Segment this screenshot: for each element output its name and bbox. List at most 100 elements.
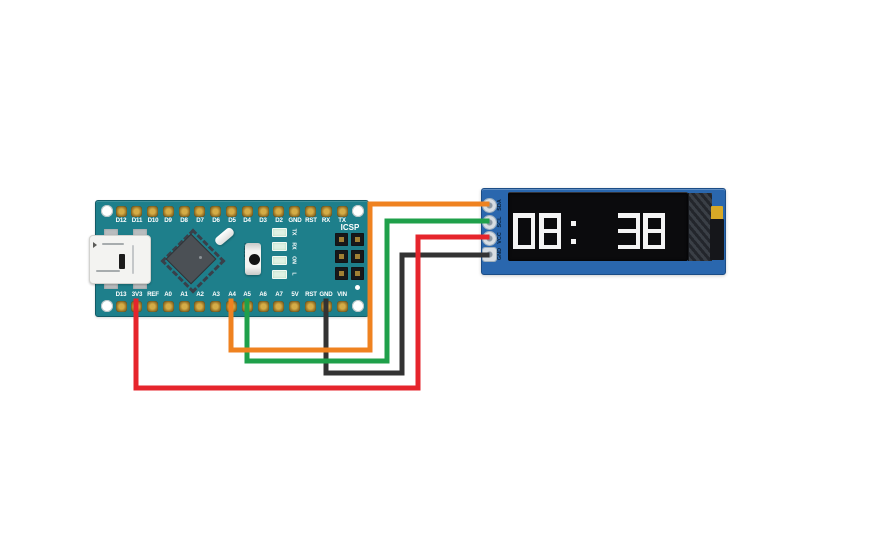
pin-D8-top: [178, 205, 190, 217]
pin-VIN: [336, 300, 348, 312]
segment-a: [643, 213, 665, 218]
reset-button-cap: [248, 253, 260, 265]
segment-g: [618, 228, 640, 234]
mounting-hole: [101, 300, 113, 312]
oled-module: SDA SCL VCC GND: [481, 188, 726, 275]
usb-detail-line: [132, 245, 134, 274]
icsp-pin: [335, 250, 348, 263]
pin-TX-top: [336, 205, 348, 217]
pin-A5: [241, 300, 253, 312]
pin-D4-top: [241, 205, 253, 217]
segment-c: [556, 231, 561, 249]
segment-g: [539, 228, 561, 234]
pin-A7: [273, 300, 285, 312]
icsp-pin: [335, 233, 348, 246]
led-TX: [272, 228, 287, 237]
pin-D11-top: [131, 205, 143, 217]
pin-A6: [257, 300, 269, 312]
segment-a: [539, 213, 561, 218]
segment-e: [513, 231, 518, 249]
icsp-pin: [351, 233, 364, 246]
pin-D7-top: [194, 205, 206, 217]
mounting-hole: [352, 205, 364, 217]
icsp-label: ICSP: [340, 223, 360, 232]
pin-5V: [289, 300, 301, 312]
oled-pin-label: SDA: [496, 199, 503, 211]
mcu-pin1-dot: [199, 256, 202, 259]
segment-g: [643, 228, 665, 234]
oled-pad-VCC: [482, 231, 496, 245]
icsp-pin: [335, 267, 348, 280]
pin-label: VIN: [337, 291, 347, 298]
colon-dot: [571, 239, 576, 244]
led-L: [272, 270, 287, 279]
usb-detail-line: [96, 270, 120, 272]
led-RX: [272, 242, 287, 251]
pin-D3-top: [257, 205, 269, 217]
oled-screen: [508, 192, 688, 261]
icsp-pin: [351, 250, 364, 263]
pin-label: D10: [147, 217, 158, 224]
display-ribbon-connector: [688, 193, 712, 261]
mini-usb-connector: [89, 235, 151, 284]
pin-label: D8: [180, 217, 188, 224]
mounting-hole: [352, 300, 364, 312]
pin-label: D11: [131, 217, 143, 224]
pin-label: D13: [115, 291, 127, 298]
pin-D13: [115, 300, 127, 312]
oled-pad-SDA: [482, 198, 496, 212]
pin-A4: [226, 300, 237, 312]
segment-d: [643, 244, 665, 249]
pin-RX-top: [320, 205, 332, 217]
pin-D5-top: [226, 205, 237, 217]
icsp-pin1-dot: [355, 285, 360, 290]
pin-label: D12: [115, 217, 127, 224]
pin-label: D9: [164, 217, 173, 224]
segment-a: [618, 213, 640, 218]
segment-f: [539, 213, 544, 231]
pin-RST: [305, 300, 316, 312]
segment-d: [618, 244, 640, 249]
usb-slot: [119, 254, 125, 269]
pin-D9-top: [162, 205, 174, 217]
oled-pin-label: SCL: [496, 216, 503, 228]
led-label: ON: [290, 256, 296, 264]
segment-f: [643, 213, 648, 231]
led-label: L: [290, 272, 296, 276]
led-label: TX: [290, 228, 296, 236]
segment-f: [513, 213, 518, 231]
oled-pin-label: VCC: [496, 232, 503, 244]
pin-A3: [210, 300, 222, 312]
led-ON: [272, 256, 287, 265]
led-label: RX: [290, 242, 296, 250]
segment-b: [635, 213, 640, 231]
oled-pad-GND: [482, 247, 496, 261]
pin-D6-top: [210, 205, 222, 217]
oled-pad-SCL: [482, 215, 496, 229]
smd-capacitor: [711, 206, 723, 221]
pin-A2: [194, 300, 206, 312]
segment-b: [660, 213, 665, 231]
pin-A1: [178, 300, 190, 312]
segment-d: [539, 244, 561, 249]
pin-D10-top: [147, 205, 159, 217]
pin-A0: [162, 300, 174, 312]
icsp-pin: [351, 267, 364, 280]
pin-REF: [147, 300, 159, 312]
pin-GND-top: [289, 205, 301, 217]
segment-d: [513, 244, 535, 249]
segment-e: [539, 231, 544, 249]
crystal-oscillator: [213, 226, 236, 247]
mounting-hole: [101, 205, 113, 217]
segment-b: [530, 213, 535, 231]
pin-D12-top: [115, 205, 127, 217]
segment-c: [660, 231, 665, 249]
oled-pin-label: GND: [496, 247, 503, 261]
segment-c: [530, 231, 535, 249]
usb-detail-line: [102, 243, 124, 245]
pin-RST-top: [305, 205, 316, 217]
smd-component: [710, 219, 724, 260]
segment-a: [513, 213, 535, 218]
usb-arrow-icon: [93, 242, 97, 248]
